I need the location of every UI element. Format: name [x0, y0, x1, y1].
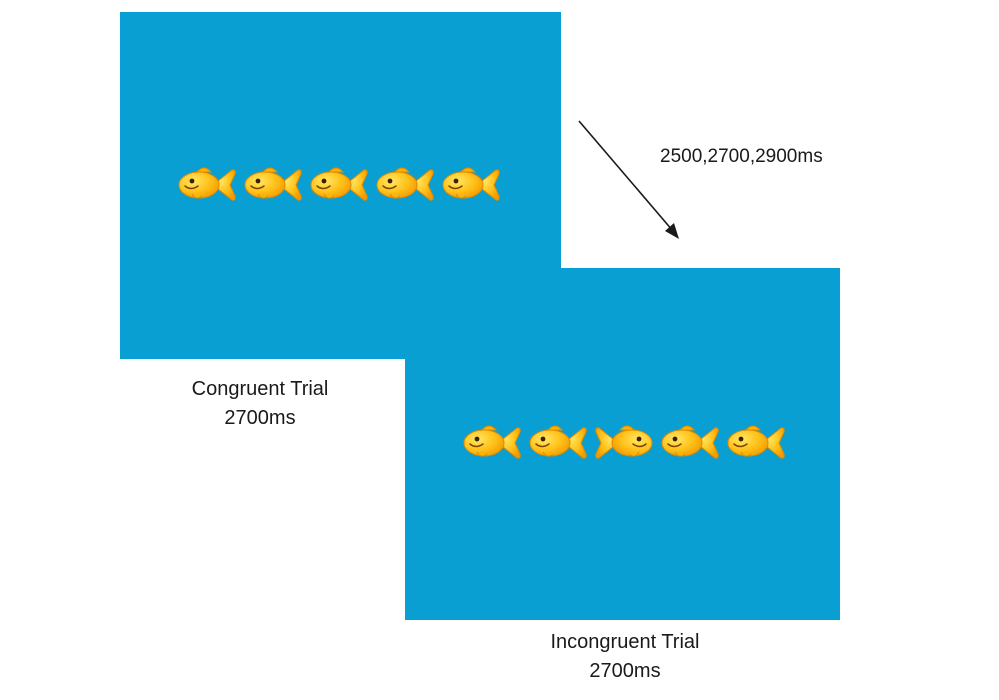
goldfish-icon	[177, 163, 237, 207]
incongruent-fish-row	[462, 421, 786, 465]
arrow-down-right-icon	[578, 120, 679, 239]
goldfish-icon	[309, 163, 369, 207]
incongruent-trial-screen	[405, 268, 840, 620]
goldfish-icon	[243, 163, 303, 207]
goldfish-icon	[441, 163, 501, 207]
incongruent-trial-caption: Incongruent Trial 2700ms	[505, 628, 745, 686]
goldfish-icon	[375, 163, 435, 207]
congruent-trial-duration: 2700ms	[224, 407, 296, 429]
incongruent-trial-duration: 2700ms	[589, 660, 661, 682]
goldfish-icon	[726, 421, 786, 465]
goldfish-icon	[528, 421, 588, 465]
congruent-fish-row	[177, 163, 501, 207]
incongruent-trial-label: Incongruent Trial	[550, 631, 700, 653]
interval-label: 2500,2700,2900ms	[660, 146, 823, 167]
goldfish-icon	[660, 421, 720, 465]
congruent-trial-caption: Congruent Trial 2700ms	[160, 375, 360, 433]
congruent-trial-label: Congruent Trial	[191, 378, 329, 400]
goldfish-icon	[462, 421, 522, 465]
goldfish-icon	[594, 421, 654, 465]
